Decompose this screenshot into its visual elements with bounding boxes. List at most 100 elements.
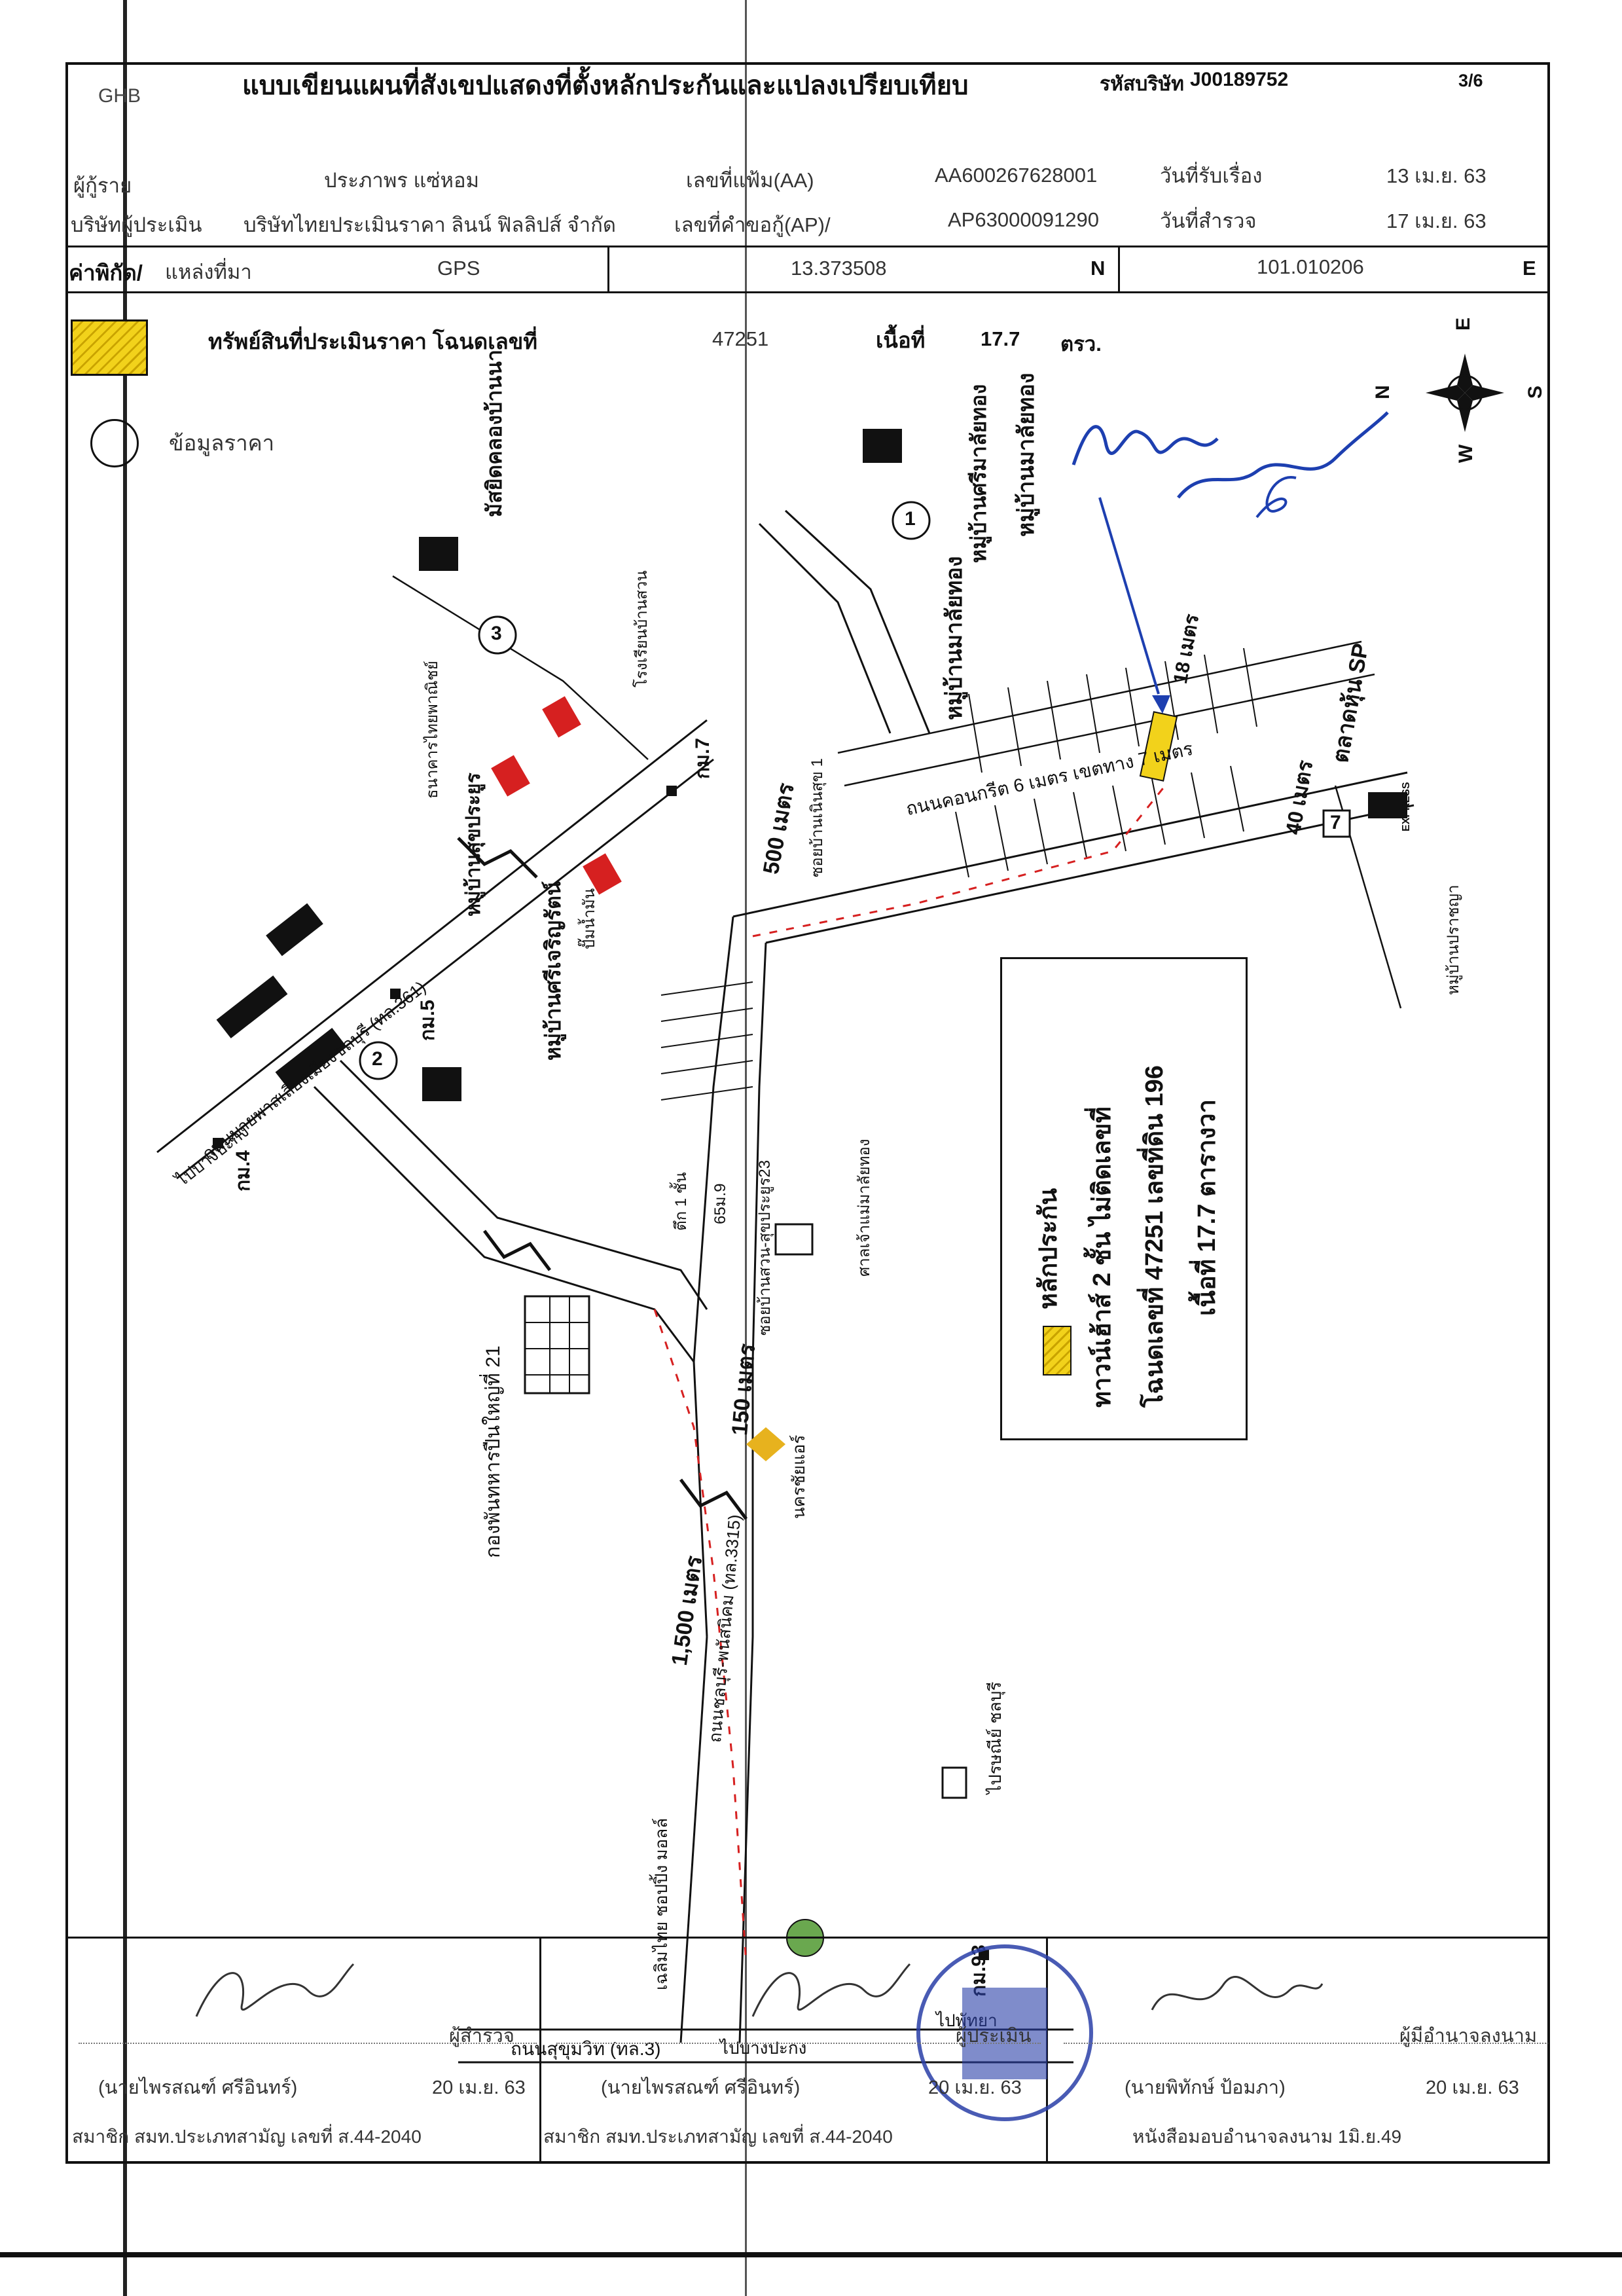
page-number: 3/6 <box>1458 71 1483 90</box>
legend-line2: โฉนดเลขที่ 47251 เลขที่ดิน 196 <box>1141 1065 1168 1408</box>
shrine-label: ศาลเจ้าแม่มาลัยทอง <box>856 1139 873 1277</box>
rule <box>65 291 1550 293</box>
compass-icon <box>1426 354 1504 432</box>
ap-label: เลขที่คำขอกู้(AP)/ <box>674 213 831 236</box>
km7-label: กม.7 <box>692 738 713 779</box>
latitude-dir: N <box>1090 257 1106 280</box>
post-label: ไปรษณีย์ ชลบุรี <box>985 1681 1005 1794</box>
deed-number: 47251 <box>712 327 769 350</box>
signer-authority: หนังสือมอบอำนาจลงนาม 1มิ.ย.49 <box>1132 2126 1402 2147</box>
rule <box>607 246 609 291</box>
pump-label: ปั๊มน้ำมัน <box>581 888 598 949</box>
received-date: 13 เม.ย. 63 <box>1386 164 1487 187</box>
appraiser-company: บริษัทไทยประเมินราคา ลินน์ ฟิลลิปส์ จำกั… <box>243 213 617 236</box>
appraiser-member: สมาชิก สมท.ประเภทสามัญ เลขที่ ส.44-2040 <box>543 2126 893 2147</box>
price-info-label: ข้อมูลราคา <box>169 431 275 455</box>
area-label: เนื้อที่ <box>876 328 926 352</box>
marker-2: 2 <box>372 1048 383 1070</box>
village1-label: หมู่บ้านมาลัยทอง <box>1014 373 1039 537</box>
express-label: EXPRESS <box>1401 782 1412 831</box>
scan-line <box>123 0 127 2296</box>
rule <box>539 1937 541 2164</box>
village-main-label: หมู่บ้านมาลัยทอง <box>942 556 967 720</box>
document-frame <box>65 62 1550 2164</box>
coords-label: ค่าพิกัด/ <box>69 261 143 285</box>
village1b-label: หมู่บ้านศรีมาลัยทอง <box>967 384 990 563</box>
document-title: แบบเขียนแผนที่สังเขปแสดงที่ตั้งหลักประกั… <box>242 71 969 100</box>
signer-role: ผู้มีอำนาจลงนาม <box>1399 2026 1538 2047</box>
company-code-label: รหัสบริษัท <box>1100 73 1184 95</box>
coords-source: GPS <box>437 257 480 280</box>
bank-label: ธนาคารไทยพาณิชย์ <box>424 661 441 799</box>
marker-1: 1 <box>905 508 916 530</box>
dotted-line <box>79 2043 537 2044</box>
building-1floor-label: ตึก 1 ชั้น <box>672 1172 690 1231</box>
marker-3: 3 <box>491 623 502 644</box>
surveyor-member: สมาชิก สมท.ประเภทสามัญ เลขที่ ส.44-2040 <box>72 2126 422 2147</box>
brand: GHB <box>98 85 141 107</box>
survey-label: วันที่สำรวจ <box>1160 210 1257 232</box>
to-bangpakong-label-2: ไปบางปะกง <box>720 2038 807 2058</box>
village2-label: หมู่บ้านศรีเจริญรัตน์ <box>541 881 565 1061</box>
dotted-line <box>556 2043 1041 2044</box>
ap-number: AP63000091290 <box>948 208 1100 231</box>
appraiser-role: ผู้ประเมิน <box>956 2026 1032 2047</box>
asset-label: ทรัพย์สินที่ประเมินราคา โฉนดเลขที่ <box>208 329 538 354</box>
signer-date: 20 เม.ย. 63 <box>1426 2077 1519 2098</box>
area-unit: ตรว. <box>1060 333 1102 355</box>
company-seal-stamp <box>916 1944 1093 2121</box>
village3-label: หมู่บ้านสุขประยูร <box>463 773 484 917</box>
school-label: โรงเรียนบ้านสวน <box>633 570 651 687</box>
surveyor-name: (นายไพรสณฑ์ ศรีอินทร์) <box>98 2077 298 2098</box>
scan-line <box>745 0 747 2296</box>
appraiser-label: บริษัทผู้ประเมิน <box>71 213 202 236</box>
survey-date: 17 เม.ย. 63 <box>1386 210 1487 232</box>
soi1-label: ซอยบ้านเนินสุข 1 <box>808 758 826 877</box>
dotted-line <box>1064 2043 1548 2044</box>
seal-logo <box>962 1988 1047 2079</box>
legend-line1: ทาวน์เฮ้าส์ 2 ชั้น ไม่ติดเลขที่ <box>1089 1106 1116 1408</box>
legend-hatch-icon <box>1043 1326 1072 1376</box>
mall-label: เฉลิมไทย ชอปปิ้ง มอลล์ <box>651 1817 671 1990</box>
company-code: J00189752 <box>1190 69 1289 90</box>
signer-name: (นายพิทักษ์ ป้อมภา) <box>1125 2077 1286 2098</box>
legend-line3: เนื้อที่ 17.7 ตารางวา <box>1193 1099 1221 1316</box>
building-65-label: 65ม.9 <box>712 1183 729 1224</box>
appraiser-date: 20 เม.ย. 63 <box>928 2077 1022 2098</box>
village-prapha-label: หมู่บ้านปราชญา <box>1445 884 1462 995</box>
coords-source-label: แหล่งที่มา <box>165 261 252 283</box>
borrower: ประภาพร แซ่หอม <box>324 169 480 192</box>
legend-title: หลักประกัน <box>1035 1188 1062 1309</box>
scan-bottom-line <box>0 2252 1622 2257</box>
surveyor-date: 20 เม.ย. 63 <box>432 2077 526 2098</box>
military-label: กองพันทหารปืนใหญ่ที่ 21 <box>482 1345 504 1558</box>
nakhon-label: นครชัยแอร์ <box>789 1434 808 1519</box>
surveyor-role: ผู้สำรวจ <box>449 2026 514 2047</box>
seven-eleven-icon: 7 <box>1330 812 1341 833</box>
longitude: 101.010206 <box>1257 255 1364 278</box>
hatch-legend-icon <box>71 319 148 376</box>
price-info-circle-icon <box>90 419 139 467</box>
soi23-label: ซอยบ้านสวน-สุขประยูร23 <box>756 1159 774 1336</box>
file-no: AA600267628001 <box>935 164 1098 187</box>
surveyor-signature <box>195 1963 355 2017</box>
handwritten-signature-blue <box>1072 411 1389 519</box>
signer-signature <box>1151 1976 1324 2011</box>
file-no-label: เลขที่แฟ้ม(AA) <box>686 169 814 192</box>
km4-label: กม.4 <box>232 1150 254 1192</box>
mosque-label: มัสยิดคลองบ้านนา <box>482 349 506 517</box>
borrower-label: ผู้กู้ราย <box>73 174 132 197</box>
legend-box <box>1000 957 1248 1440</box>
latitude: 13.373508 <box>791 257 887 280</box>
rule <box>65 1937 1550 1939</box>
km5-label: กม.5 <box>417 1000 439 1041</box>
rule <box>65 246 1550 247</box>
appraiser-signature <box>751 1963 911 2017</box>
longitude-dir: E <box>1523 257 1536 280</box>
rule <box>1118 246 1120 291</box>
sukhumvit-label: ถนนสุขุมวิท (ทล.3) <box>511 2039 661 2059</box>
received-label: วันที่รับเรื่อง <box>1160 164 1263 187</box>
area-value: 17.7 <box>981 327 1020 350</box>
appraiser-name: (นายไพรสณฑ์ ศรีอินทร์) <box>601 2077 801 2098</box>
